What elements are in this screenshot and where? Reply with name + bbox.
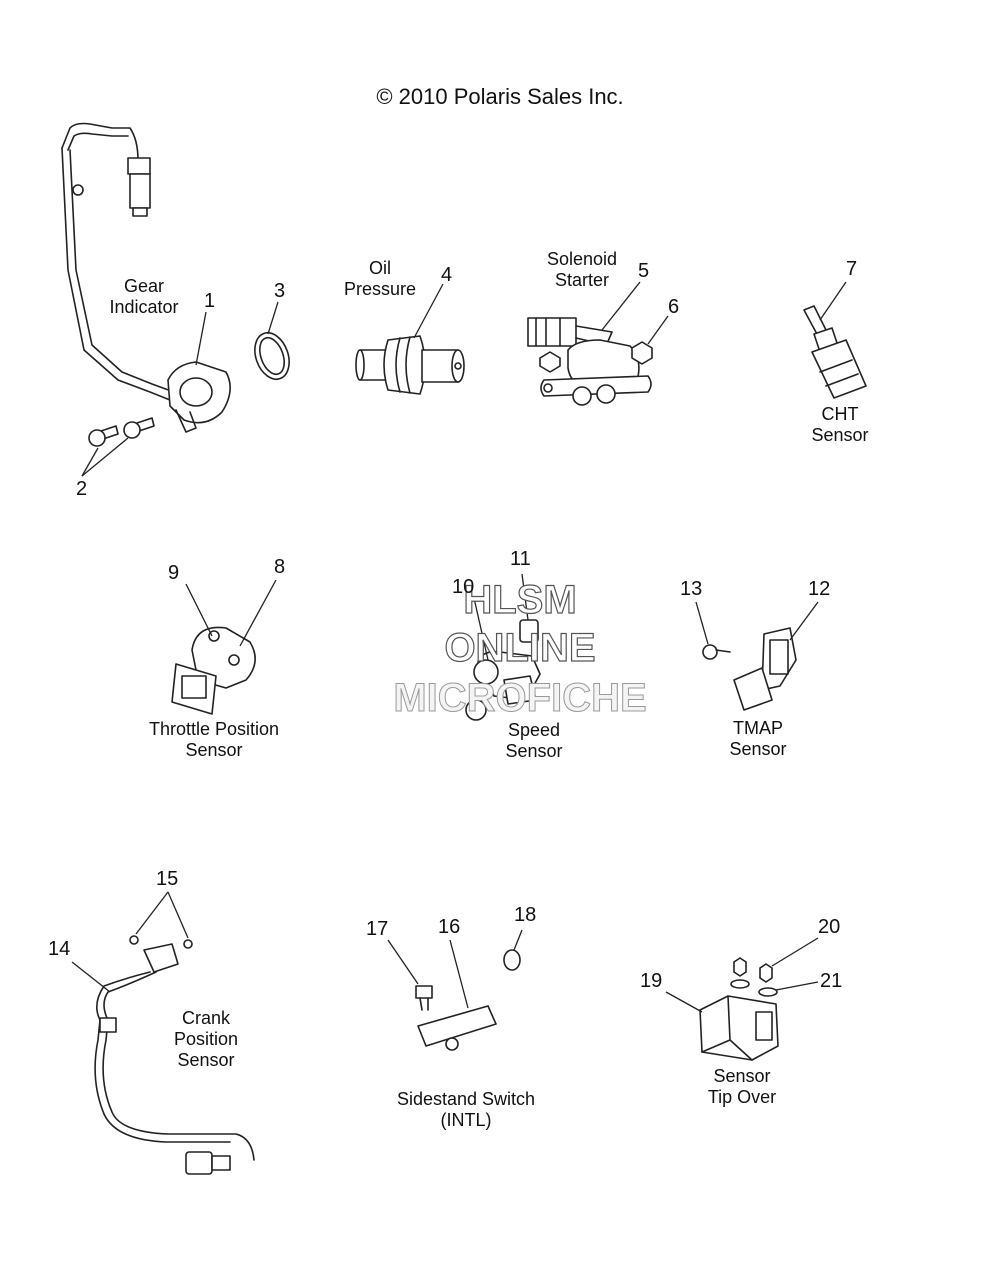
watermark-line-3: MICROFICHE (393, 676, 647, 721)
callout-18: 18 (514, 904, 537, 926)
tmap-sensor-drawing (702, 627, 797, 711)
callout-4: 4 (441, 264, 453, 286)
callout-15: 15 (156, 868, 179, 890)
crank-position-sensor-drawing (94, 935, 255, 1175)
cht-sensor-drawing (803, 305, 867, 399)
callout-13: 13 (680, 578, 703, 600)
callout-17: 17 (366, 918, 389, 940)
label-sidestand-switch: Sidestand Switch(INTL) (396, 1089, 536, 1130)
callout-9: 9 (168, 562, 180, 584)
callout-20: 20 (818, 916, 841, 938)
callout-5: 5 (638, 260, 650, 282)
callout-2: 2 (76, 478, 88, 500)
callout-14: 14 (48, 938, 71, 960)
tip-over-sensor-drawing (699, 957, 779, 1061)
sidestand-switch-drawing (415, 949, 521, 1051)
watermark-line-2: ONLINE (444, 625, 596, 670)
speed-sensor-drawing (465, 619, 541, 721)
callout-12: 12 (808, 578, 831, 600)
callout-3: 3 (274, 280, 286, 302)
oil-pressure-drawing (355, 335, 465, 395)
gear-indicator-drawing (61, 122, 290, 447)
watermark-line-1: HLSM (463, 577, 578, 622)
callout-1: 1 (204, 290, 216, 312)
callout-10: 10 (452, 576, 475, 598)
copyright-text: © 2010 Polaris Sales Inc. (376, 84, 624, 109)
callout-11: 11 (510, 548, 531, 570)
callout-19: 19 (640, 970, 663, 992)
callout-8: 8 (274, 556, 286, 578)
solenoid-starter-drawing (527, 317, 653, 406)
callout-7: 7 (846, 258, 858, 280)
throttle-position-sensor-drawing (171, 626, 256, 715)
callout-6: 6 (668, 296, 680, 318)
callout-21: 21 (820, 970, 843, 992)
leader-lines (71, 281, 847, 1013)
callout-16: 16 (438, 916, 461, 938)
